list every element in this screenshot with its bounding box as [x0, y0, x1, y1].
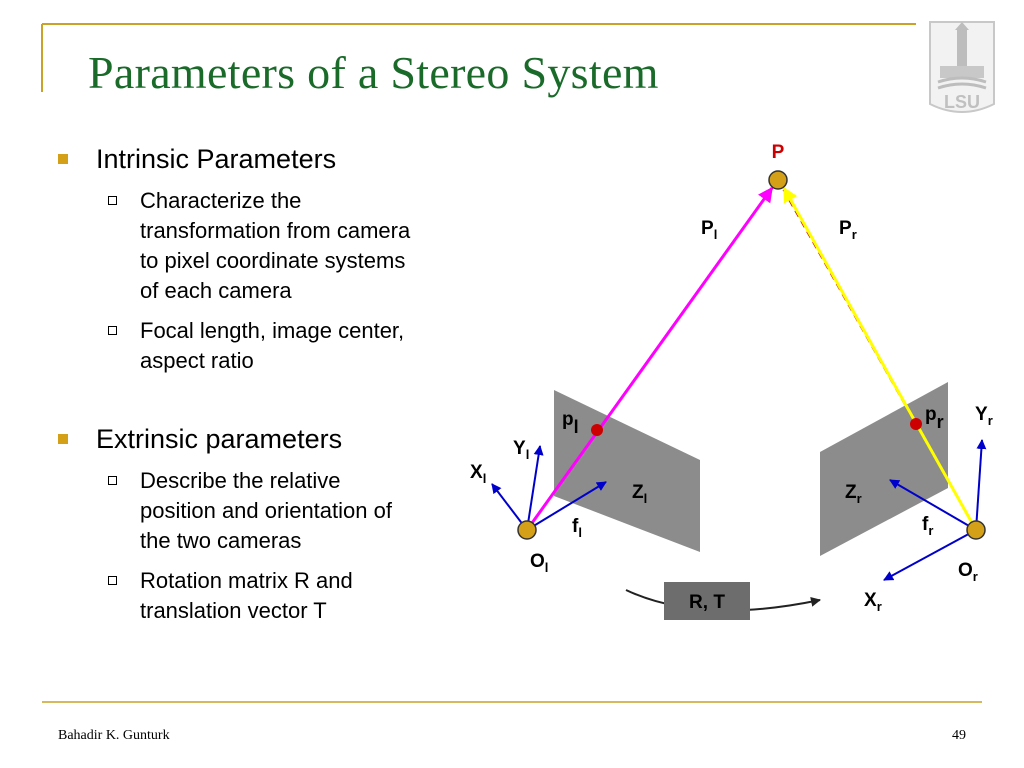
- sub-bullet-line: translation vector T: [140, 598, 327, 623]
- left-image-plane: [554, 390, 700, 552]
- zr-axis-arrow: [889, 479, 977, 531]
- sub-bullet-line: transformation from camera: [140, 218, 411, 243]
- point-p-label: P: [772, 142, 785, 163]
- or-label: Or: [958, 560, 978, 584]
- square-bullet-icon: [58, 154, 68, 164]
- bullet-text: Intrinsic Parameters: [96, 144, 337, 174]
- yr-axis-arrow: [975, 439, 987, 531]
- sub-bullet-line: the two cameras: [140, 528, 302, 553]
- sub-bullet-line: of each camera: [140, 278, 292, 303]
- fr-label: fr: [922, 514, 933, 538]
- left-origin-marker: [517, 520, 537, 540]
- pl-image-point: [591, 424, 603, 436]
- sub-bullet-line: Rotation matrix R and: [140, 568, 353, 593]
- logo-text: LSU: [944, 92, 980, 112]
- right-origin-marker: [966, 520, 986, 540]
- pl-image-label: pl: [562, 409, 579, 437]
- sub-bullet-line: Characterize the: [140, 188, 302, 213]
- hollow-square-bullet-icon: [108, 196, 117, 205]
- xl-label: Xl: [470, 462, 486, 486]
- sub-bullet-line: to pixel coordinate systems: [140, 248, 406, 273]
- hollow-square-bullet-icon: [108, 476, 117, 485]
- xr-axis-arrow: [883, 529, 977, 581]
- bullet-text: Extrinsic parameters: [96, 424, 343, 454]
- sub-bullet-line: Describe the relative: [140, 468, 341, 493]
- hollow-square-bullet-icon: [108, 326, 117, 335]
- pr-label: Pr: [839, 218, 857, 242]
- zl-axis-arrow: [526, 481, 607, 531]
- square-bullet-icon: [58, 434, 68, 444]
- footer-author: Bahadir K. Gunturk: [58, 728, 170, 743]
- pr-image-point: [910, 418, 922, 430]
- ol-label: Ol: [530, 551, 548, 575]
- zl-label: Zl: [632, 482, 647, 506]
- yl-axis-arrow: [526, 445, 544, 531]
- zr-label: Zr: [845, 482, 862, 506]
- sub-bullet-line: Focal length, image center,: [140, 318, 405, 343]
- yl-label: Yl: [513, 438, 529, 462]
- sub-bullet-line: aspect ratio: [140, 348, 254, 373]
- rt-box: [664, 582, 750, 620]
- pl-vector-arrow: [525, 186, 774, 531]
- hollow-square-bullet-icon: [108, 576, 117, 585]
- pr-vector-arrow: [782, 186, 978, 531]
- point-p-marker: [768, 170, 788, 190]
- lsu-logo: LSU: [929, 21, 995, 113]
- fl-label: fl: [572, 516, 582, 540]
- pl-label: Pl: [701, 218, 717, 242]
- slide-title: Parameters of a Stereo System: [88, 47, 659, 98]
- page-number: 49: [952, 728, 966, 743]
- pr-image-label: pr: [925, 404, 944, 432]
- sub-bullet-line: position and orientation of: [140, 498, 392, 523]
- yr-label: Yr: [975, 404, 993, 428]
- rt-label: R, T: [689, 592, 725, 613]
- xr-label: Xr: [864, 590, 882, 614]
